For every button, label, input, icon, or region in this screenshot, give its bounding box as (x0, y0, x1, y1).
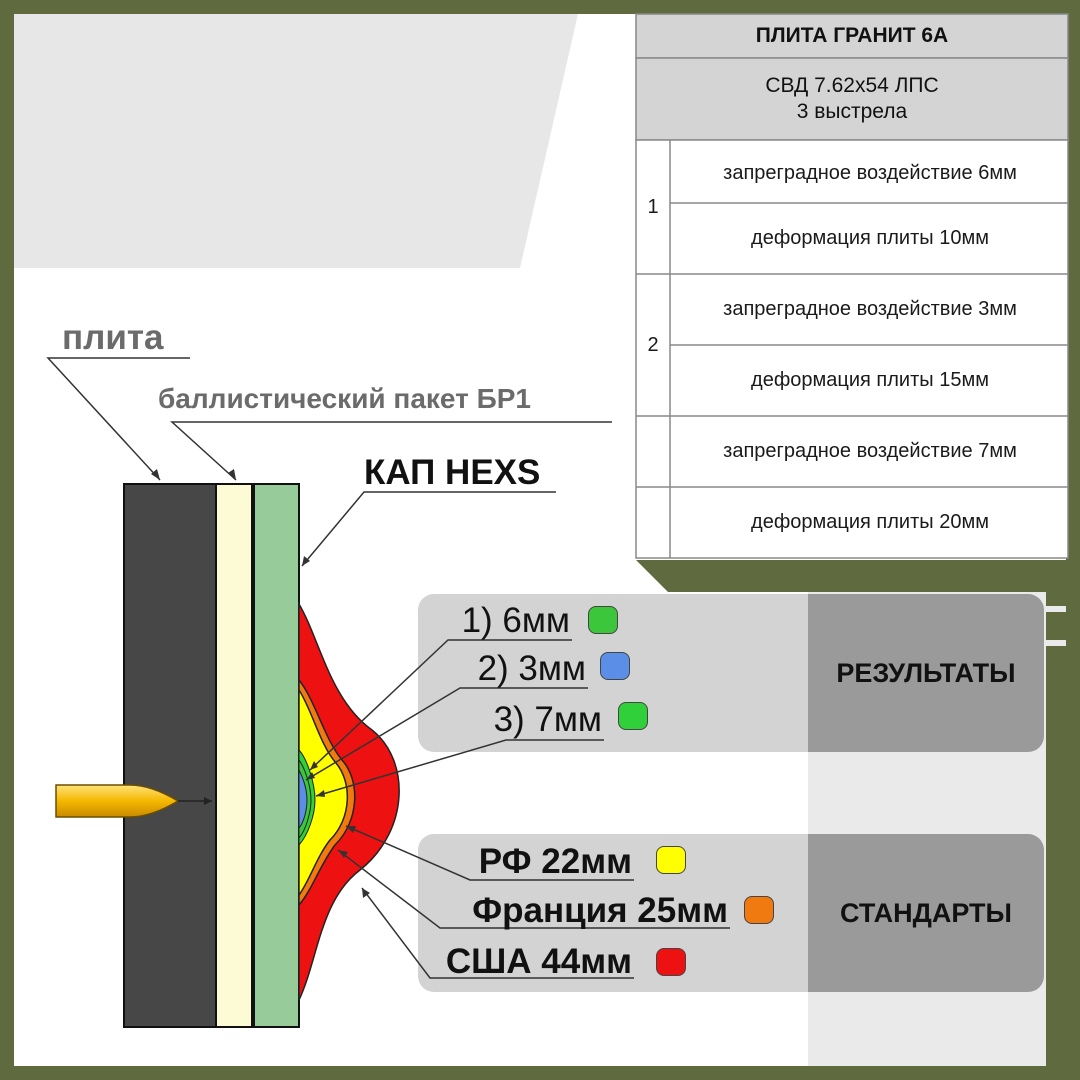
result-item-3: 3) 7мм (493, 700, 602, 739)
standard-swatch-usa (656, 948, 686, 976)
package-layer (215, 483, 253, 1028)
table-title: ПЛИТА ГРАНИТ 6А (755, 24, 949, 47)
plate-label: плита (62, 318, 164, 357)
shot-number-1: 1 (647, 195, 659, 218)
result-swatch-2 (600, 652, 630, 680)
standard-swatch-rf (656, 846, 686, 874)
top-left-gray-shape (14, 14, 578, 268)
shot-number-2: 2 (647, 333, 659, 356)
result-swatch-1 (588, 606, 618, 634)
table-subtitle: СВД 7.62х54 ЛПС 3 выстрела (636, 60, 1068, 138)
package-label: баллистический пакет БР1 (158, 383, 531, 414)
table-cell: запреградное воздействие 7мм (723, 440, 1017, 462)
result-item-1: 1) 6мм (461, 601, 570, 640)
leader-arrowheads (151, 469, 370, 898)
shots-label: 3 выстрела (796, 100, 908, 123)
standards-title: СТАНДАРТЫ (840, 897, 1012, 928)
table-cell: деформация плиты 15мм (751, 369, 989, 391)
standards-header-block (808, 834, 1044, 992)
table-cell: запреградное воздействие 3мм (723, 297, 1017, 320)
olive-band (636, 560, 1066, 592)
kap-label: КАП HEXS (364, 453, 541, 492)
results-title: РЕЗУЛЬТАТЫ (836, 657, 1016, 688)
kap-layer (253, 483, 300, 1028)
results-header-block (808, 594, 1044, 752)
standard-item-france: Франция 25мм (472, 891, 728, 930)
table-cell: деформация плиты 20мм (751, 511, 989, 533)
table-cell: деформация плиты 10мм (751, 226, 989, 249)
leader-lines (46, 357, 730, 979)
result-item-2: 2) 3мм (477, 649, 586, 688)
standard-item-usa: США 44мм (445, 942, 632, 981)
standard-swatch-france (744, 896, 774, 924)
result-swatch-3 (618, 702, 648, 730)
bullet (55, 784, 180, 818)
table-cell: запреградное воздействие 6мм (723, 161, 1017, 184)
result-zone-2 (298, 769, 308, 830)
standard-item-rf: РФ 22мм (478, 842, 632, 881)
plate-layer (123, 483, 217, 1028)
weapon-label: СВД 7.62х54 ЛПС (765, 74, 939, 97)
